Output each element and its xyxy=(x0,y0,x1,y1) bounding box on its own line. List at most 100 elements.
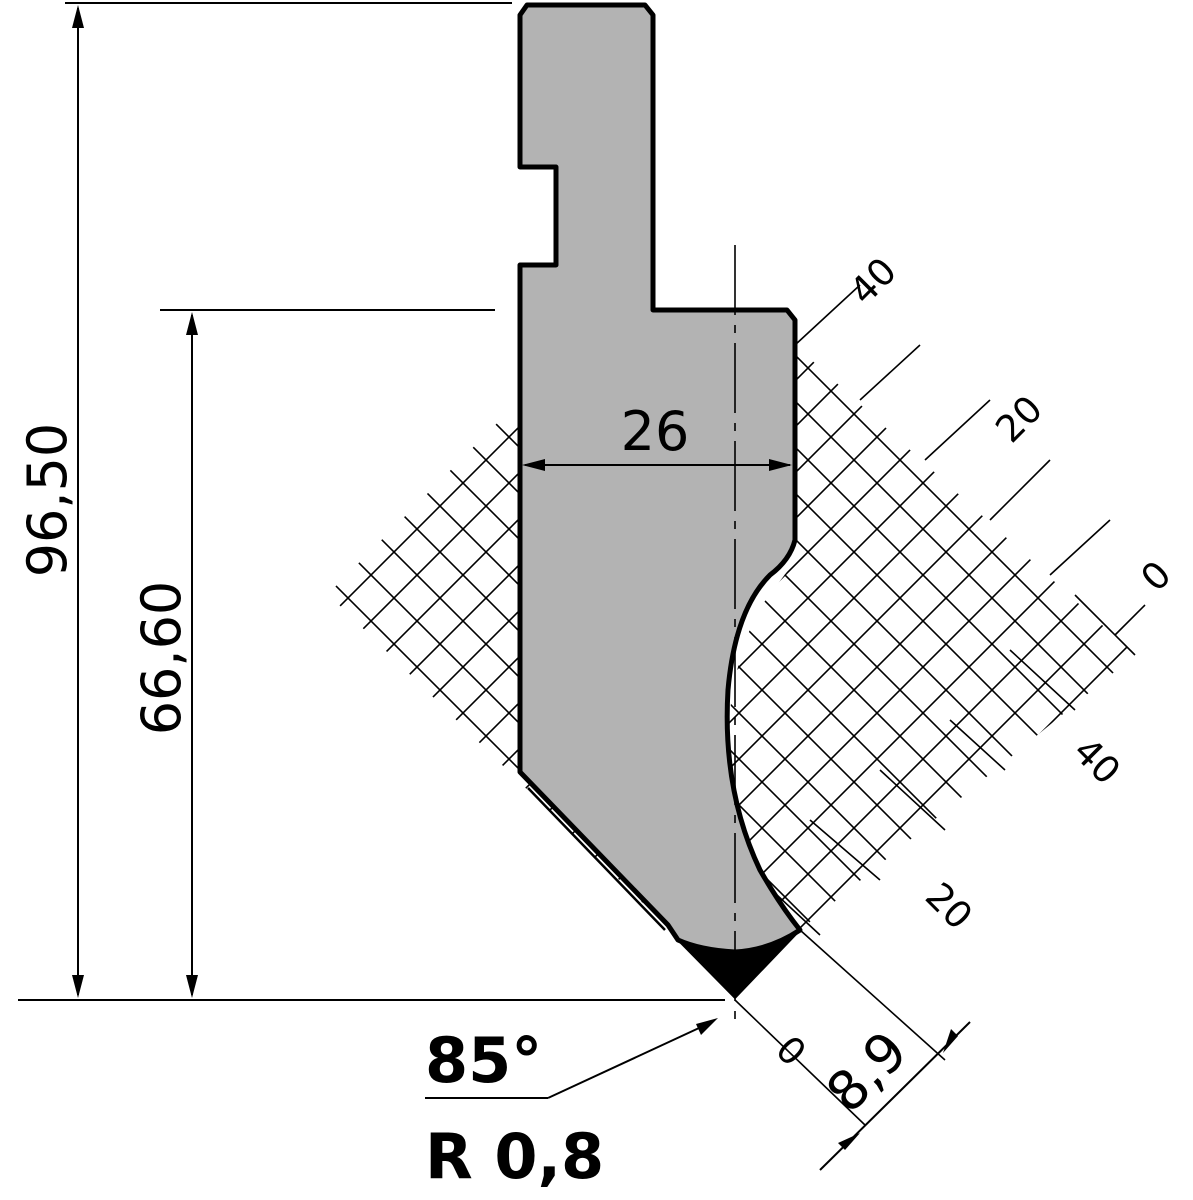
grid-line xyxy=(1172,0,1193,1200)
grid-line xyxy=(328,400,660,920)
grid-line xyxy=(762,0,1193,1200)
grid-line xyxy=(328,400,537,920)
scale-label-top-20: 20 xyxy=(987,387,1051,451)
grid-line xyxy=(1176,0,1193,1200)
grid-line xyxy=(328,400,395,920)
grid-line xyxy=(808,0,1193,1200)
grid-line xyxy=(712,0,1193,1200)
grid-line xyxy=(1130,0,1193,1200)
grid-line xyxy=(328,400,660,920)
grid-line xyxy=(1125,345,1135,930)
grid-line xyxy=(0,0,536,1200)
grid-line xyxy=(328,400,660,920)
grid-line xyxy=(1033,345,1135,930)
grid-line xyxy=(0,0,118,1200)
grid-line xyxy=(945,345,1135,930)
grid-line xyxy=(728,345,1135,930)
grid-line xyxy=(992,0,1193,1200)
scale-label-bottom-0: 0 xyxy=(767,1028,814,1075)
grid-line xyxy=(1172,0,1193,1200)
grid-line xyxy=(1084,0,1193,1200)
grid-line xyxy=(328,400,487,920)
tip-offset-label: 8,9 xyxy=(814,1019,919,1124)
scale-label-top-40: 40 xyxy=(841,249,905,313)
tip-leader xyxy=(425,1018,718,1099)
grid-line xyxy=(0,0,122,1200)
grid-line xyxy=(1083,345,1135,930)
grid-line xyxy=(0,0,394,1200)
dim-tip-offset xyxy=(819,1021,971,1171)
grid-line xyxy=(328,400,441,920)
grid-line xyxy=(991,345,1135,930)
grid-line xyxy=(728,345,1135,930)
grid-line xyxy=(0,0,26,1200)
grid-line xyxy=(761,345,1135,930)
grid-line xyxy=(328,400,579,920)
scale-label-bottom-20: 20 xyxy=(917,874,981,938)
extension-lines xyxy=(18,2,725,1001)
grid-line xyxy=(728,345,1135,930)
grid-line xyxy=(328,400,660,920)
width-label: 26 xyxy=(621,400,690,463)
grid-line xyxy=(0,0,582,1200)
grid-line xyxy=(343,400,660,920)
grid-line xyxy=(1129,345,1135,930)
grid-line xyxy=(328,400,660,920)
grid-line xyxy=(0,0,72,1200)
grid-line xyxy=(941,345,1135,930)
grid-line xyxy=(328,400,660,920)
grid-line xyxy=(728,345,1135,930)
grid-line xyxy=(728,345,1135,930)
grid-line xyxy=(854,0,1193,1200)
grid-line xyxy=(1034,0,1193,1200)
grid-line xyxy=(728,345,1135,930)
grid-line xyxy=(328,400,445,920)
grid-line xyxy=(1079,345,1135,930)
grid-line xyxy=(728,345,1135,930)
grid-line xyxy=(803,345,1135,930)
right-grid-scale-lines xyxy=(734,284,1146,1126)
total-height-label: 96,50 xyxy=(16,423,79,578)
punch-body xyxy=(517,2,803,955)
grid-line xyxy=(0,0,26,1200)
grid-line xyxy=(728,345,1135,930)
grid-line xyxy=(0,0,490,1200)
grid-line xyxy=(347,400,660,920)
grid-line xyxy=(728,345,1135,930)
grid-line xyxy=(807,345,1135,930)
grid-line xyxy=(728,345,1135,930)
grid-line xyxy=(328,400,660,920)
grid-line xyxy=(389,400,660,920)
grid-line xyxy=(0,0,256,1200)
grid-line xyxy=(0,0,440,1200)
grid-line xyxy=(896,0,1193,1200)
grid-line xyxy=(853,345,1135,930)
grid-line xyxy=(946,0,1193,1200)
grid-line xyxy=(328,400,660,920)
grid-line xyxy=(757,345,1135,930)
grid-line xyxy=(942,0,1193,1200)
grid-line xyxy=(0,0,30,1200)
grid-line xyxy=(1037,345,1135,930)
grid-line xyxy=(0,0,398,1200)
grid-line xyxy=(1038,0,1193,1200)
grid-line xyxy=(328,400,583,920)
punch-tip xyxy=(677,929,801,1000)
grid-line xyxy=(895,345,1135,930)
working-height-label: 66,60 xyxy=(130,581,193,736)
grid-line xyxy=(728,345,1135,930)
grid-line xyxy=(1126,0,1193,1200)
grid-line xyxy=(1176,0,1193,1200)
grid-line xyxy=(758,0,1193,1200)
dim-working-height xyxy=(186,312,198,998)
scale-label-bottom-40: 40 xyxy=(1065,729,1129,793)
grid-line xyxy=(0,0,76,1200)
grid-line xyxy=(328,400,399,920)
dim-width xyxy=(522,459,792,471)
bevel-details xyxy=(527,787,666,931)
grid-line xyxy=(0,0,444,1200)
grid-line xyxy=(328,400,533,920)
grid-line xyxy=(716,0,1193,1200)
tip-radius-label: R 0,8 xyxy=(425,1120,604,1193)
